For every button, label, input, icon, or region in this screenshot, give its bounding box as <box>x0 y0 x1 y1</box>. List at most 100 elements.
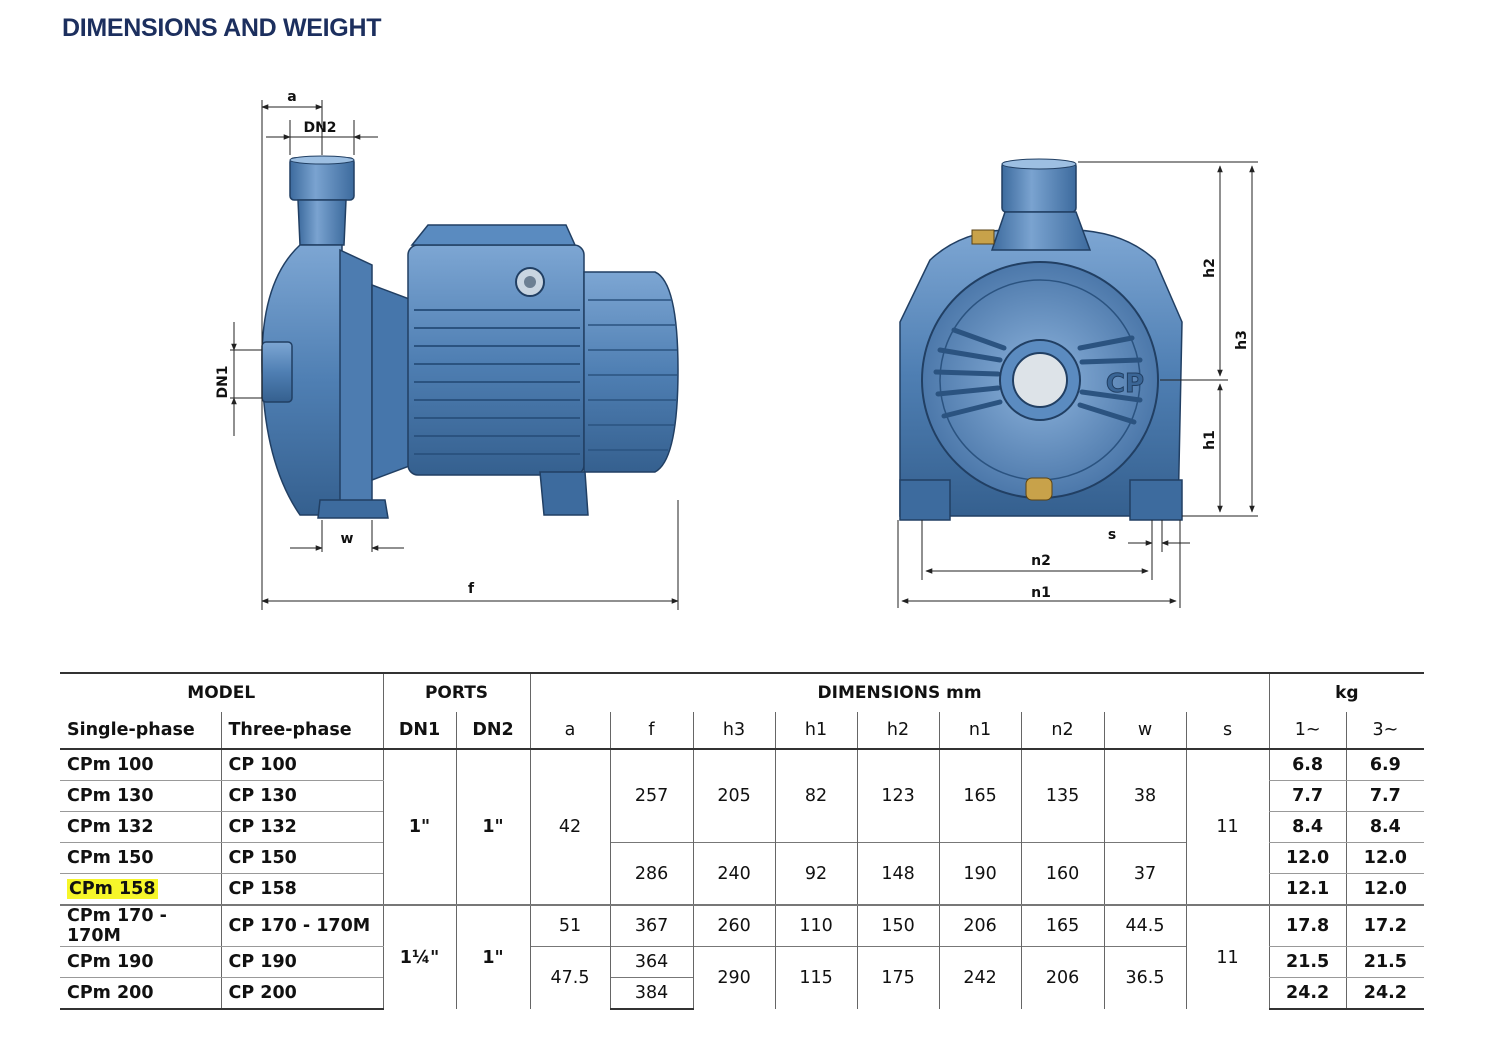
model-single-highlighted: CPm 158 <box>60 873 221 906</box>
cell-dn2: 1" <box>455 904 531 1009</box>
table-row: CPm 200 CP 200 384 24.2 24.2 <box>60 977 1425 1010</box>
cell-a: 47.5 <box>529 946 611 1009</box>
table-row: CPm 100 CP 100 1" 1" 42 257 205 82 123 1… <box>60 749 1425 905</box>
label-n2: n2 <box>1031 553 1051 569</box>
cell-s: 11 <box>1185 904 1270 1009</box>
cell-f: 364 <box>609 946 694 978</box>
cell-n1: 165 <box>938 749 1022 843</box>
cell-f: 257 <box>609 749 694 843</box>
cell-kg-3: 8.4 <box>1345 811 1425 843</box>
cell-n1: 206 <box>938 904 1022 947</box>
cell-kg-3: 17.2 <box>1345 904 1425 947</box>
model-three: CP 100 <box>220 749 383 781</box>
dimensions-table: MODEL PORTS DIMENSIONS mm kg Single-phas… <box>60 672 1425 1010</box>
cell-kg-1: 17.8 <box>1268 904 1347 947</box>
label-s: s <box>1108 527 1116 543</box>
header-kg: kg <box>1268 673 1425 712</box>
label-a: a <box>287 89 296 105</box>
highlight-mark: CPm 158 <box>67 879 158 899</box>
col-s: s <box>1185 712 1270 749</box>
model-three: CP 130 <box>220 780 383 812</box>
col-n2: n2 <box>1020 712 1105 749</box>
model-three: CP 200 <box>220 977 383 1010</box>
cell-kg-3: 12.0 <box>1345 873 1425 906</box>
model-single: CPm 200 <box>60 977 221 1010</box>
model-single: CPm 132 <box>60 811 221 843</box>
model-three: CP 132 <box>220 811 383 843</box>
cell-a: 42 <box>529 749 611 905</box>
label-h3: h3 <box>1234 330 1250 350</box>
cell-f: 286 <box>609 842 694 905</box>
label-dn2: DN2 <box>303 120 336 136</box>
col-n1: n1 <box>938 712 1022 749</box>
col-kg-1: 1~ <box>1268 712 1347 749</box>
cell-kg-1: 12.1 <box>1268 873 1347 906</box>
cell-h2: 148 <box>856 842 940 905</box>
header-model: MODEL <box>187 683 256 703</box>
model-single: CPm 170 - 170M <box>60 904 221 947</box>
cell-h1: 115 <box>774 946 858 1009</box>
cell-n2: 135 <box>1020 749 1105 843</box>
label-n1: n1 <box>1031 585 1051 601</box>
cell-kg-3: 12.0 <box>1345 842 1425 874</box>
label-h1: h1 <box>1202 430 1218 450</box>
cell-w: 36.5 <box>1103 946 1187 1009</box>
col-dn1: DN1 <box>382 712 456 749</box>
table-row: CPm 190 CP 190 47.5 364 290 115 175 242 … <box>60 946 1425 1009</box>
table-row: CPm 132 CP 132 8.4 8.4 <box>60 811 1425 843</box>
model-single: CPm 100 <box>60 749 221 781</box>
cell-f: 384 <box>609 977 694 1010</box>
model-single: CPm 190 <box>60 946 221 978</box>
cell-h2: 123 <box>856 749 940 843</box>
cell-h3: 240 <box>692 842 776 905</box>
cell-w: 44.5 <box>1103 904 1187 947</box>
table-row: CPm 158 CP 158 12.1 12.0 <box>60 873 1425 906</box>
col-w: w <box>1103 712 1187 749</box>
model-three: CP 190 <box>220 946 383 978</box>
table-row: CPm 170 - 170M CP 170 - 170M 1¼" 1" 51 3… <box>60 904 1425 1009</box>
model-three: CP 158 <box>220 873 383 906</box>
cell-n1: 242 <box>938 946 1022 1009</box>
cell-kg-3: 21.5 <box>1345 946 1425 978</box>
model-three: CP 170 - 170M <box>220 904 383 947</box>
cell-h2: 175 <box>856 946 940 1009</box>
cell-kg-3: 7.7 <box>1345 780 1425 812</box>
cell-h1: 92 <box>774 842 858 905</box>
col-three-phase: Three-phase <box>220 712 383 749</box>
cell-kg-1: 7.7 <box>1268 780 1347 812</box>
cell-n2: 206 <box>1020 946 1105 1009</box>
cell-h1: 110 <box>774 904 858 947</box>
cell-kg-1: 8.4 <box>1268 811 1347 843</box>
table-row: CPm 130 CP 130 7.7 7.7 <box>60 780 1425 812</box>
cell-kg-3: 24.2 <box>1345 977 1425 1010</box>
label-w: w <box>341 531 354 547</box>
pump-front-view: CP h2 h1 h3 n2 n1 s <box>897 158 1258 608</box>
col-f: f <box>609 712 694 749</box>
cell-n2: 165 <box>1020 904 1105 947</box>
cell-kg-1: 6.8 <box>1268 749 1347 781</box>
col-h3: h3 <box>692 712 776 749</box>
cell-h3: 290 <box>692 946 776 1009</box>
col-h2: h2 <box>856 712 940 749</box>
cell-kg-1: 24.2 <box>1268 977 1347 1010</box>
cell-s: 11 <box>1185 749 1270 905</box>
cell-h3: 205 <box>692 749 776 843</box>
col-dn2: DN2 <box>455 712 531 749</box>
cell-kg-3: 6.9 <box>1345 749 1425 781</box>
page-title: DIMENSIONS AND WEIGHT <box>62 14 382 42</box>
cell-h2: 150 <box>856 904 940 947</box>
cell-a: 51 <box>529 904 611 947</box>
cell-dn1: 1¼" <box>382 904 456 1009</box>
model-single: CPm 150 <box>60 842 221 874</box>
model-three: CP 150 <box>220 842 383 874</box>
cell-f: 367 <box>609 904 694 947</box>
cell-n1: 190 <box>938 842 1022 905</box>
brand-logo: CP <box>1106 369 1144 399</box>
col-single-phase: Single-phase <box>67 720 195 740</box>
header-dimensions: DIMENSIONS mm <box>529 673 1270 712</box>
col-kg-3: 3~ <box>1345 712 1425 749</box>
header-ports: PORTS <box>382 673 531 712</box>
cell-w: 37 <box>1103 842 1187 905</box>
pump-side-view: a DN2 DN1 w f <box>215 89 679 610</box>
col-a: a <box>529 712 611 749</box>
